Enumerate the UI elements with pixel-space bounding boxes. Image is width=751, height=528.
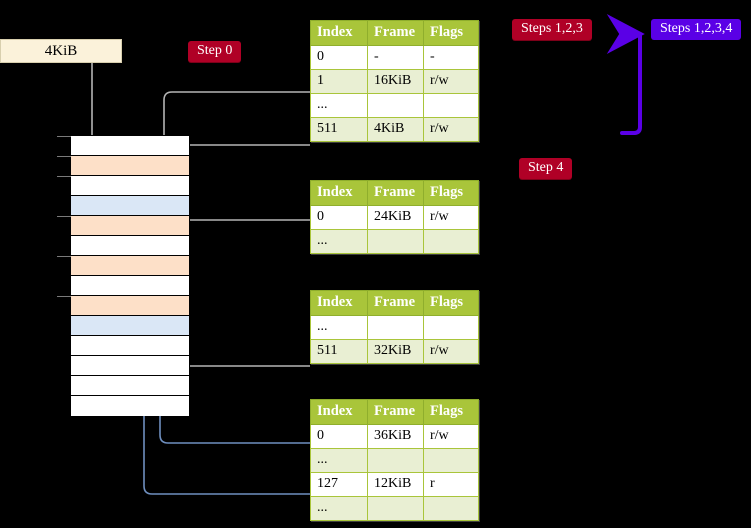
table-column-header: Frame bbox=[367, 399, 424, 425]
table-column-header: Index bbox=[310, 399, 368, 425]
memory-frame-tick bbox=[57, 176, 71, 177]
size-box-label: 4KiB bbox=[44, 42, 78, 59]
table-column-header: Flags bbox=[423, 20, 479, 46]
table-row: ... bbox=[310, 496, 479, 521]
table-row: 0-- bbox=[310, 45, 479, 70]
table-row: ... bbox=[310, 315, 479, 340]
table-cell: 0 bbox=[310, 45, 368, 70]
table-column-header: Flags bbox=[423, 399, 479, 425]
table-column-header: Index bbox=[310, 290, 368, 316]
physical-memory-column bbox=[57, 135, 190, 416]
memory-frame-row bbox=[71, 336, 189, 356]
table-column-header: Frame bbox=[367, 180, 424, 206]
table-cell: 0 bbox=[310, 205, 368, 230]
table-cell: 16KiB bbox=[367, 69, 424, 94]
table-column-header: Index bbox=[310, 180, 368, 206]
memory-frame-row bbox=[71, 376, 189, 396]
memory-frame-row bbox=[71, 316, 189, 336]
table-cell bbox=[367, 496, 424, 521]
badge-steps-1-2-3: Steps 1,2,3 bbox=[512, 19, 592, 40]
memory-frame-row bbox=[71, 276, 189, 296]
table-cell: 4KiB bbox=[367, 117, 424, 142]
memory-frame-tick bbox=[57, 296, 71, 297]
table-cell: 1 bbox=[310, 69, 368, 94]
table-cell bbox=[367, 315, 424, 340]
table-column-header: Flags bbox=[423, 180, 479, 206]
badge-step-0: Step 0 bbox=[188, 41, 242, 62]
table-cell bbox=[423, 315, 479, 340]
table-cell bbox=[423, 496, 479, 521]
badge-steps-1-2-3-4: Steps 1,2,3,4 bbox=[651, 19, 742, 40]
wire-violet-bracket bbox=[606, 14, 645, 135]
memory-frame-row bbox=[71, 396, 189, 416]
memory-frame-row bbox=[71, 236, 189, 256]
size-box-4kib: 4KiB bbox=[0, 39, 122, 63]
memory-frame-tick bbox=[57, 256, 71, 257]
table-cell bbox=[367, 448, 424, 473]
table-cell: - bbox=[367, 45, 424, 70]
memory-frame-row bbox=[71, 156, 189, 176]
memory-frame-row bbox=[71, 356, 189, 376]
table-cell: 511 bbox=[310, 339, 368, 364]
table-cell: r/w bbox=[423, 69, 479, 94]
table-cell: 36KiB bbox=[367, 424, 424, 449]
table-column-header: Frame bbox=[367, 290, 424, 316]
table-column-header: Frame bbox=[367, 20, 424, 46]
table-cell: 32KiB bbox=[367, 339, 424, 364]
memory-frame-row bbox=[71, 196, 189, 216]
table-cell: ... bbox=[310, 448, 368, 473]
table-cell: r/w bbox=[423, 424, 479, 449]
wire-table1-row0-to-memory bbox=[172, 219, 310, 256]
table-cell: ... bbox=[310, 315, 368, 340]
table-row: ... bbox=[310, 229, 479, 254]
table-cell: 12KiB bbox=[367, 472, 424, 497]
memory-frame-tick bbox=[57, 136, 71, 137]
memory-frame-row bbox=[71, 296, 189, 316]
table-cell: 0 bbox=[310, 424, 368, 449]
table-cell bbox=[367, 93, 424, 118]
table-cell: ... bbox=[310, 496, 368, 521]
table-cell: 127 bbox=[310, 472, 368, 497]
badge-step-4: Step 4 bbox=[519, 158, 573, 179]
table-cell: r/w bbox=[423, 205, 479, 230]
table-cell: - bbox=[423, 45, 479, 70]
wire-table2-row511-to-memory bbox=[163, 315, 310, 367]
table-row: ... bbox=[310, 448, 479, 473]
table-column-header: Index bbox=[310, 20, 368, 46]
table-cell: r/w bbox=[423, 339, 479, 364]
table-cell: r/w bbox=[423, 117, 479, 142]
table-row: ... bbox=[310, 93, 479, 118]
table-cell bbox=[423, 448, 479, 473]
memory-frame-row bbox=[71, 136, 189, 156]
table-cell: 24KiB bbox=[367, 205, 424, 230]
table-cell: 511 bbox=[310, 117, 368, 142]
table-cell: r bbox=[423, 472, 479, 497]
memory-frame-tick bbox=[57, 156, 71, 157]
table-cell: ... bbox=[310, 229, 368, 254]
table-cell bbox=[423, 229, 479, 254]
table-cell bbox=[423, 93, 479, 118]
memory-frame-row bbox=[71, 176, 189, 196]
memory-frame-row bbox=[71, 216, 189, 236]
table-cell bbox=[367, 229, 424, 254]
table-cell: ... bbox=[310, 93, 368, 118]
memory-frame-row bbox=[71, 256, 189, 276]
memory-frame-tick bbox=[57, 216, 71, 217]
table-column-header: Flags bbox=[423, 290, 479, 316]
